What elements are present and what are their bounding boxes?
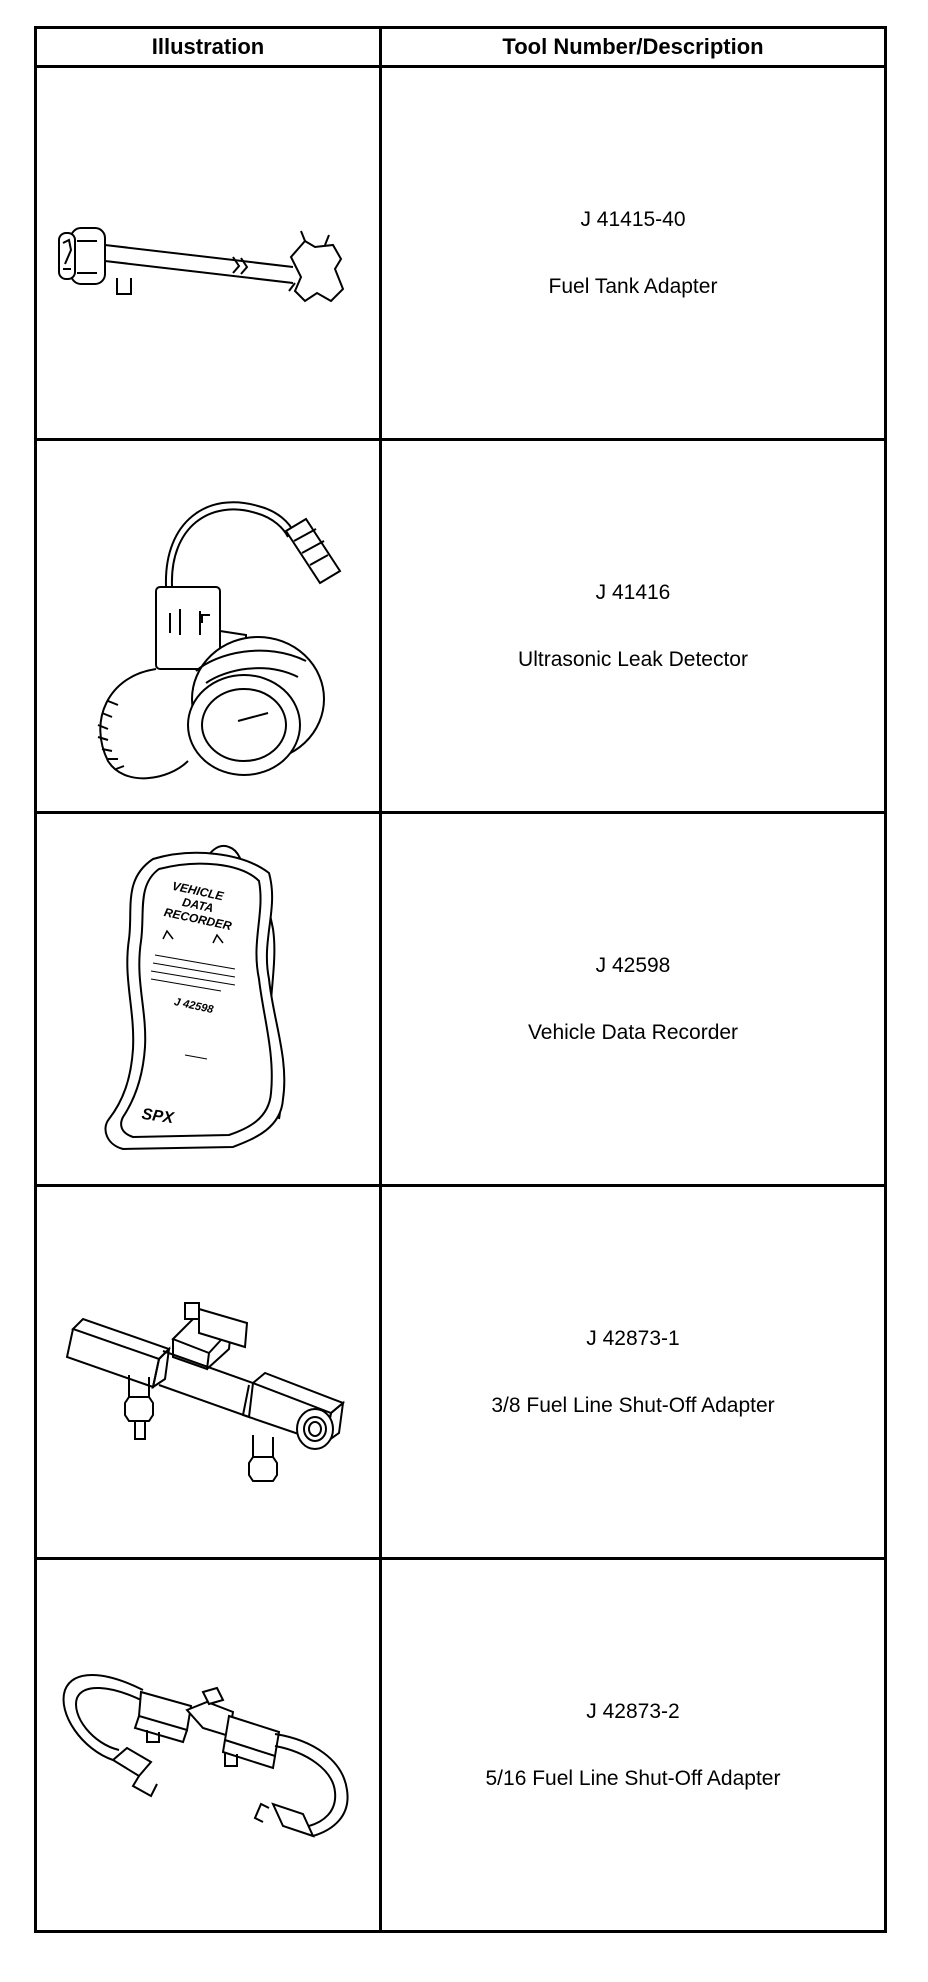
vehicle-data-recorder-icon: VEHICLE DATA RECORDER J 42598 SPX <box>93 829 323 1169</box>
tool-number: J 41416 <box>595 580 671 604</box>
illustration-cell <box>34 65 382 441</box>
tool-description-cell: J 42873-2 5/16 Fuel Line Shut-Off Adapte… <box>379 1557 887 1933</box>
tool-number: J 42598 <box>595 953 671 977</box>
device-brand-logo: SPX <box>141 1106 176 1127</box>
illustration-cell <box>34 438 382 814</box>
fuel-line-shutoff-hose-adapter-icon <box>43 1630 373 1860</box>
tool-description: Fuel Tank Adapter <box>548 275 718 298</box>
ultrasonic-leak-detector-icon <box>68 461 348 791</box>
tool-description: Ultrasonic Leak Detector <box>518 648 748 671</box>
tool-description-cell: J 42598 Vehicle Data Recorder <box>379 811 887 1187</box>
fuel-tank-adapter-icon <box>43 183 373 323</box>
tool-number: J 42873-2 <box>586 1699 680 1723</box>
illustration-cell <box>34 1557 382 1933</box>
table-header-row: Illustration Tool Number/Description <box>34 26 887 68</box>
table-row: J 42873-2 5/16 Fuel Line Shut-Off Adapte… <box>34 1557 887 1933</box>
illustration-cell <box>34 1184 382 1560</box>
table-row: J 41416 Ultrasonic Leak Detector <box>34 438 887 814</box>
tool-number: J 41415-40 <box>580 207 686 231</box>
tool-description: 3/8 Fuel Line Shut-Off Adapter <box>491 1394 775 1417</box>
table-row: J 41415-40 Fuel Tank Adapter <box>34 65 887 441</box>
device-label-line2: DATA <box>181 895 215 915</box>
illustration-column-header: Illustration <box>34 26 382 68</box>
tool-description-cell: J 41416 Ultrasonic Leak Detector <box>379 438 887 814</box>
tool-column-header: Tool Number/Description <box>379 26 887 68</box>
table-row: VEHICLE DATA RECORDER J 42598 SPX J 4259… <box>34 811 887 1187</box>
tool-description-cell: J 41415-40 Fuel Tank Adapter <box>379 65 887 441</box>
illustration-cell: VEHICLE DATA RECORDER J 42598 SPX <box>34 811 382 1187</box>
tool-number: J 42873-1 <box>586 1326 680 1350</box>
tool-description: 5/16 Fuel Line Shut-Off Adapter <box>485 1767 781 1790</box>
tool-description: Vehicle Data Recorder <box>527 1021 739 1044</box>
tool-description-cell: J 42873-1 3/8 Fuel Line Shut-Off Adapter <box>379 1184 887 1560</box>
table-row: J 42873-1 3/8 Fuel Line Shut-Off Adapter <box>34 1184 887 1560</box>
special-tools-table: Illustration Tool Number/Description <box>34 26 887 1933</box>
fuel-line-shutoff-adapter-icon <box>53 1257 363 1487</box>
